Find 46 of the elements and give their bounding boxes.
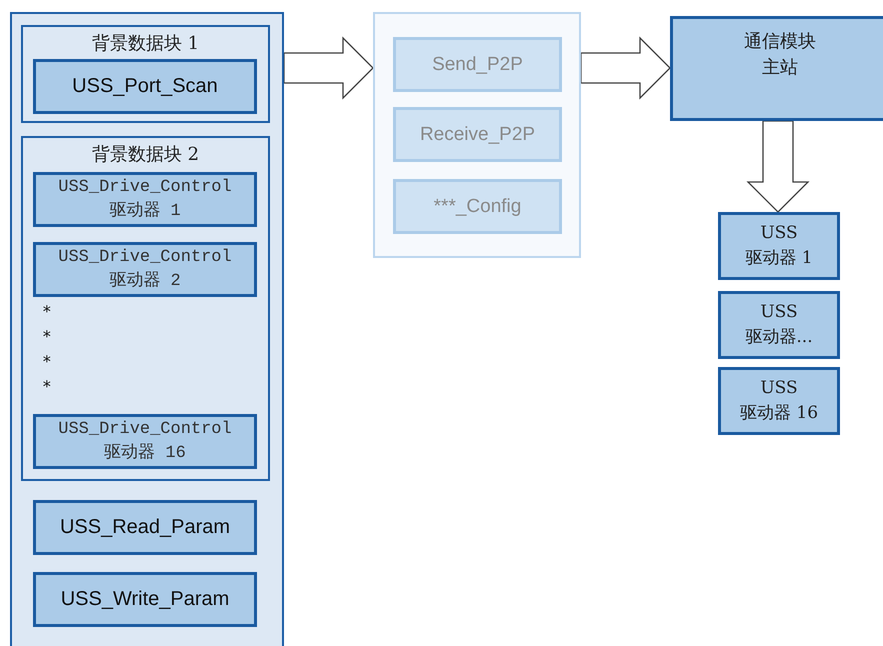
function-block [33, 172, 257, 227]
block-label: USS [760, 377, 798, 400]
function-block [718, 212, 840, 280]
ellipsis-mark: * [42, 377, 52, 396]
function-block [393, 179, 562, 234]
block-label: USS_Drive_Control [58, 418, 232, 440]
block-arrow [580, 36, 671, 100]
block-label: USS_Port_Scan [72, 75, 218, 98]
block-label: Send_P2P [432, 54, 523, 76]
function-block [393, 37, 562, 92]
block-label: 驱动器 16 [104, 442, 186, 464]
block-label: USS_Drive_Control [58, 246, 232, 268]
block-label: 通信模块 [743, 30, 817, 54]
block-label: ***_Config [434, 196, 522, 218]
block-label: USS_Drive_Control [58, 176, 232, 198]
block-label: USS_Read_Param [60, 516, 230, 539]
block-label: 驱动器 1 [109, 200, 181, 222]
block-label: 驱动器 1 [745, 247, 813, 270]
block-label: 主站 [761, 56, 799, 80]
function-block [33, 500, 257, 555]
function-block [33, 59, 257, 114]
group-heading: 背景数据块 2 [90, 143, 200, 166]
function-block [33, 572, 257, 627]
block-label: 驱动器 16 [740, 402, 818, 425]
function-block [393, 107, 562, 162]
group-heading: 背景数据块 1 [90, 32, 200, 55]
block-label: USS [760, 222, 798, 245]
block-label: USS_Write_Param [60, 588, 230, 611]
function-block [718, 291, 840, 359]
function-block [718, 367, 840, 435]
ellipsis-mark: * [42, 302, 52, 321]
ellipsis-mark: * [42, 352, 52, 371]
group-frame [21, 25, 270, 123]
block-arrow [746, 120, 810, 213]
block-label: USS [760, 301, 798, 324]
ellipsis-mark: * [42, 327, 52, 346]
program-panel [10, 12, 284, 646]
block-label: 驱动器... [745, 326, 813, 349]
function-block [670, 16, 883, 121]
function-block [33, 414, 257, 469]
function-block [33, 242, 257, 297]
group-frame [21, 136, 270, 481]
block-label: Receive_P2P [420, 124, 536, 146]
instruction-panel [373, 12, 581, 258]
block-label: 驱动器 2 [109, 270, 181, 292]
block-arrow [283, 36, 374, 100]
